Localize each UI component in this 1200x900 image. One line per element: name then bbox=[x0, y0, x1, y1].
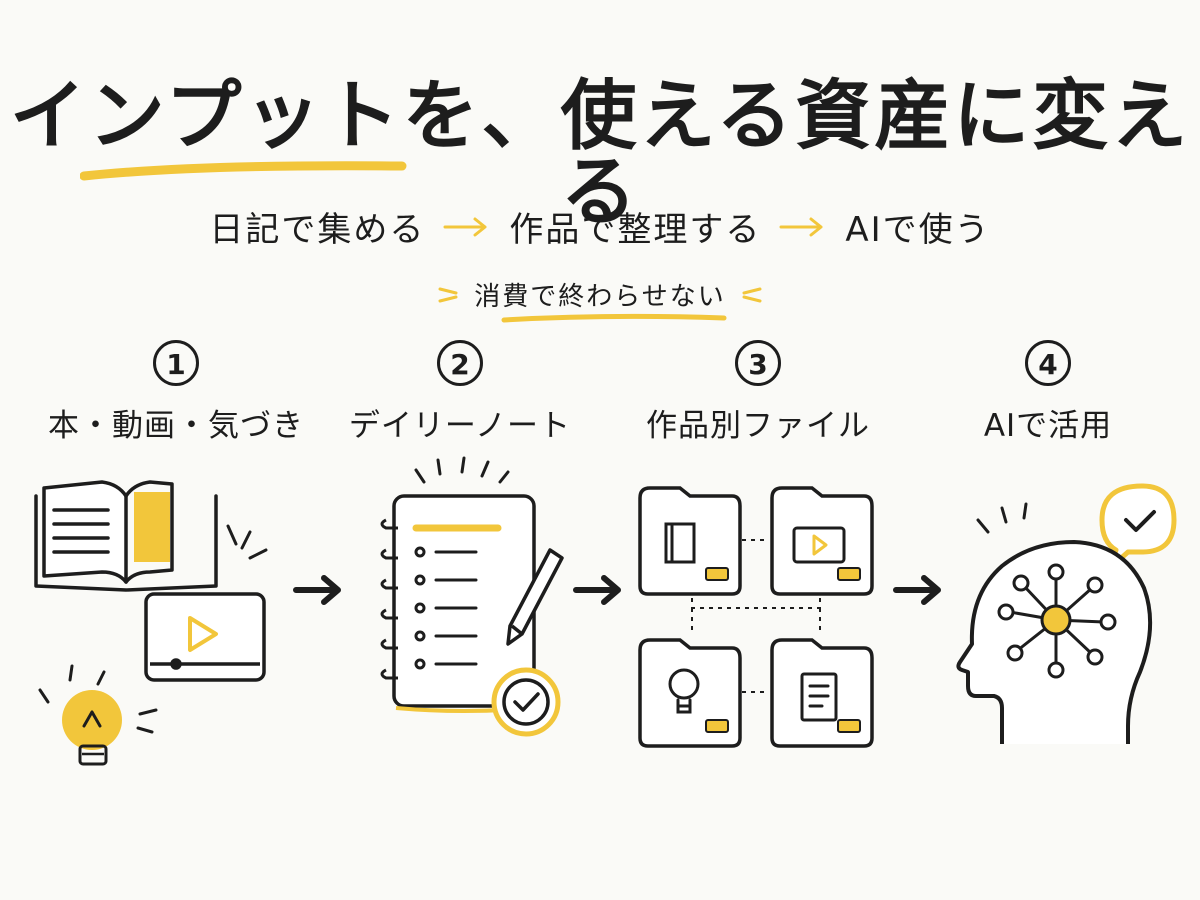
sparkle-lines bbox=[226, 524, 268, 560]
emphasis-mark-icon bbox=[742, 287, 762, 302]
step-number: 3 bbox=[735, 340, 781, 386]
step-4-illustration bbox=[956, 483, 1177, 744]
sparkle-lines bbox=[976, 502, 1028, 534]
step-2: 2 デイリーノート bbox=[330, 340, 590, 445]
check-badge-icon bbox=[491, 667, 561, 737]
step-label: AIで活用 bbox=[983, 408, 1113, 444]
folder-lightbulb-icon bbox=[638, 638, 742, 748]
arrow-right-icon bbox=[893, 575, 941, 605]
step-4: 4 AIで活用 bbox=[918, 340, 1178, 445]
page-title: インプットを、使える資産に変える bbox=[9, 71, 1191, 236]
step-number: 4 bbox=[1025, 340, 1071, 386]
arrow-right-icon bbox=[443, 217, 487, 236]
step-number: 1 bbox=[153, 340, 199, 386]
pencil-icon bbox=[506, 548, 564, 646]
step-label: 本・動画・気づき bbox=[48, 408, 304, 444]
step-label: 作品別ファイル bbox=[646, 408, 870, 444]
subtitle-flow: 日記で集める 作品で整理する AIで使う bbox=[0, 202, 1200, 251]
arrow-right-icon bbox=[293, 575, 341, 605]
tagline-underline bbox=[501, 313, 727, 323]
folder-document-icon bbox=[770, 638, 874, 748]
arrow-right-icon bbox=[573, 575, 621, 605]
subtitle-step-collect: 日記で集める bbox=[209, 210, 426, 250]
book-icon bbox=[34, 480, 218, 592]
lightbulb-icon bbox=[38, 664, 158, 766]
emphasis-mark-icon bbox=[438, 287, 458, 302]
step-2-illustration bbox=[380, 456, 564, 737]
video-player-icon bbox=[144, 592, 266, 682]
step-label: デイリーノート bbox=[348, 408, 572, 444]
step-3: 3 作品別ファイル bbox=[628, 340, 888, 445]
sparkle-lines bbox=[414, 456, 510, 484]
folder-book-icon bbox=[638, 486, 742, 596]
step-1-illustration bbox=[34, 480, 268, 766]
subtitle-step-organize: 作品で整理する bbox=[509, 210, 762, 250]
head-network-icon bbox=[956, 540, 1153, 744]
step-number: 2 bbox=[437, 340, 483, 386]
title-underline bbox=[80, 161, 407, 181]
step-3-illustration bbox=[638, 486, 874, 748]
folder-video-icon bbox=[770, 486, 874, 596]
tagline: 消費で終わらせない bbox=[0, 276, 1200, 313]
subtitle-step-use-ai: AIで使う bbox=[845, 210, 991, 250]
step-1: 1 本・動画・気づき bbox=[46, 340, 306, 445]
tagline-text: 消費で終わらせない bbox=[474, 282, 726, 312]
arrow-right-icon bbox=[779, 217, 823, 236]
